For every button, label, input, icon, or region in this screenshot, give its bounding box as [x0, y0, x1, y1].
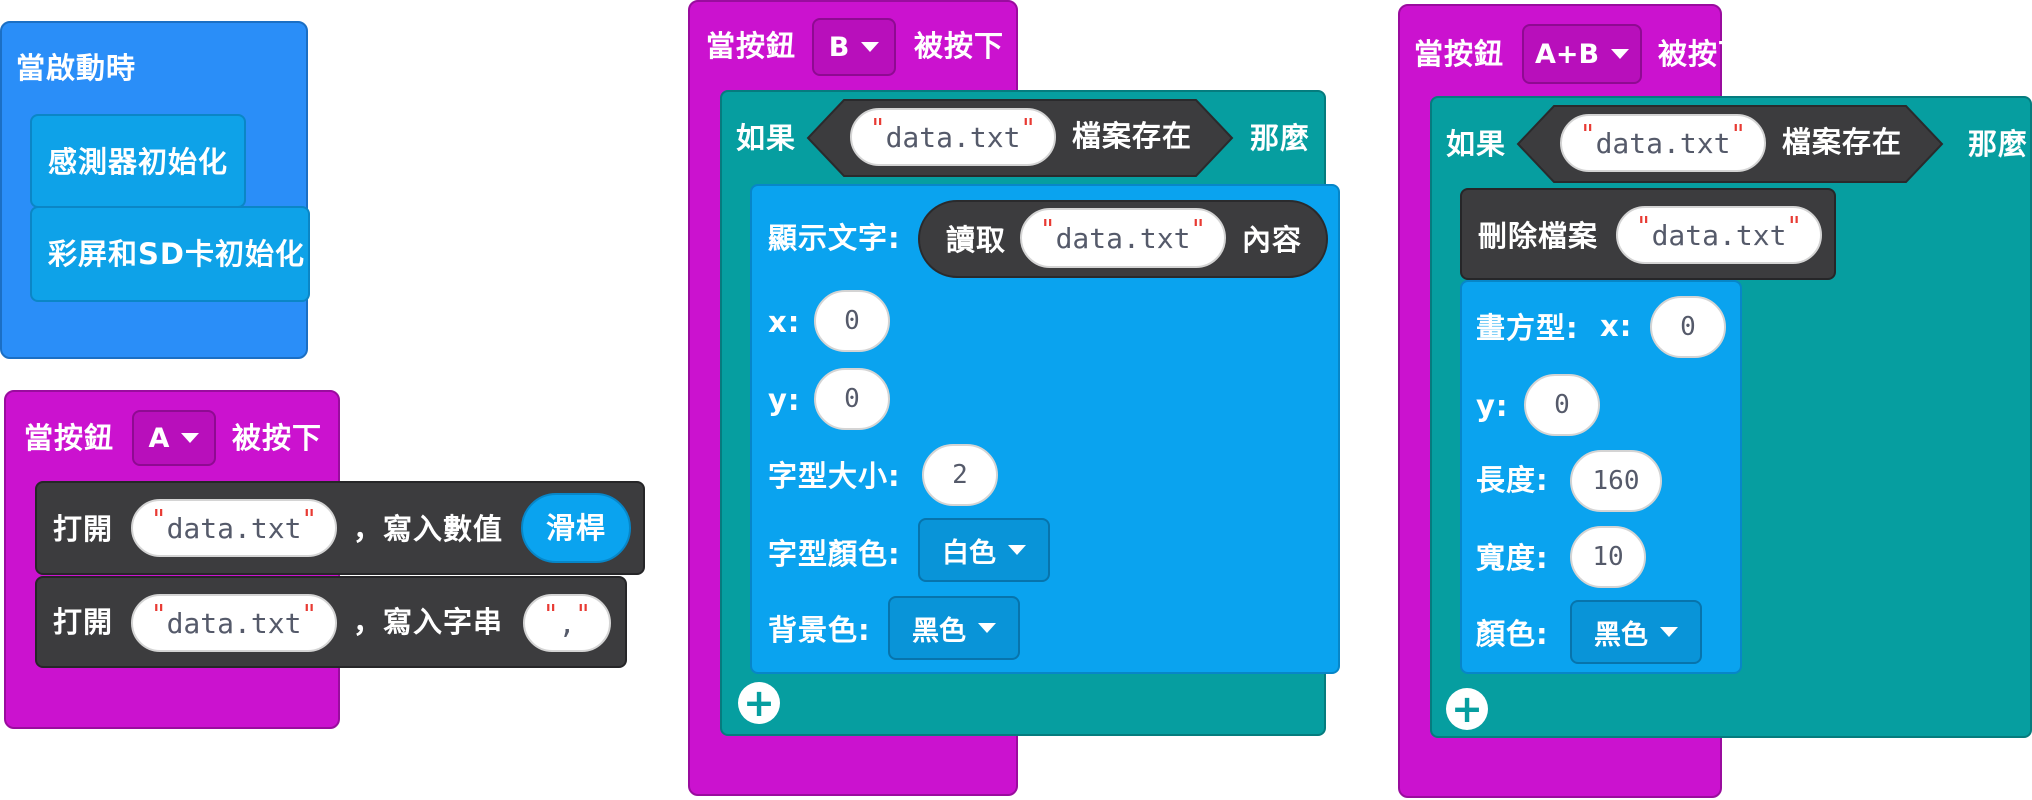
if-label: 如果 [736, 121, 797, 155]
read-file-value: data.txt [1055, 221, 1191, 255]
length-input[interactable]: 160 [1570, 450, 1662, 512]
file-exists-label: 檔案存在 [1782, 125, 1903, 159]
font-color-value: 白色 [942, 537, 996, 569]
chevron-down-icon [861, 42, 880, 52]
button-b-prefix: 當按鈕 [706, 29, 797, 63]
plus-circle-icon[interactable]: + [738, 682, 780, 724]
sensor-init-label: 感測器初始化 [48, 145, 229, 179]
chevron-down-icon [181, 433, 200, 443]
slider-value-block[interactable]: 滑桿 [521, 493, 631, 563]
button-a-suffix: 被按下 [232, 421, 323, 455]
plus-circle-icon[interactable]: + [1446, 688, 1488, 730]
x-label: x: [768, 305, 801, 339]
chevron-down-icon [1660, 627, 1678, 637]
screen-sd-init-block[interactable]: 彩屏和SD卡初始化 [30, 206, 310, 302]
comma-value: , [558, 606, 576, 640]
y-input[interactable]: 0 [814, 368, 890, 430]
y-label: y: [1476, 389, 1509, 423]
button-a-value: A [148, 422, 170, 454]
comma-string[interactable]: "," [523, 594, 611, 652]
show-text-label: 顯示文字: [768, 221, 901, 255]
then-label: 那麼 [1250, 121, 1311, 155]
delete-file-block[interactable]: 刪除檔案 "data.txt" [1460, 188, 1836, 280]
button-ab-value: A+B [1534, 38, 1600, 70]
draw-rect-label: 畫方型: [1476, 311, 1579, 345]
write-string-label: ，寫入字串 [353, 605, 504, 639]
condition-file-value: data.txt [1595, 126, 1731, 160]
font-size-label: 字型大小: [768, 459, 901, 493]
delete-file-label: 刪除檔案 [1478, 219, 1599, 253]
read-label: 讀取 [946, 223, 1007, 257]
chevron-down-icon [1611, 49, 1630, 59]
color-label: 顏色: [1476, 617, 1549, 651]
file-exists-label: 檔案存在 [1072, 119, 1193, 153]
filename-value: data.txt [166, 606, 302, 640]
filename-string[interactable]: "data.txt" [131, 499, 337, 557]
write-number-label: ，寫入數值 [353, 512, 504, 546]
color-dropdown[interactable]: 黑色 [1570, 600, 1702, 664]
condition-file-string[interactable]: "data.txt" [850, 108, 1056, 166]
x-input[interactable]: 0 [814, 290, 890, 352]
slider-value-label: 滑桿 [545, 510, 606, 545]
write-number-block[interactable]: 打開 "data.txt" ，寫入數值 滑桿 [35, 481, 645, 575]
screen-sd-init-label: 彩屏和SD卡初始化 [48, 237, 305, 271]
font-size-input[interactable]: 2 [922, 444, 998, 506]
color-value: 黑色 [1594, 619, 1648, 651]
then-label: 那麼 [1968, 127, 2029, 161]
chevron-down-icon [1008, 545, 1026, 555]
delete-file-value: data.txt [1651, 218, 1787, 252]
filename-value: data.txt [166, 511, 302, 545]
button-a-prefix: 當按鈕 [24, 421, 115, 455]
button-b-value: B [828, 31, 850, 63]
font-color-label: 字型顏色: [768, 537, 901, 571]
button-ab-prefix: 當按鈕 [1414, 37, 1505, 71]
on-start-label: 當啟動時 [16, 51, 137, 85]
delete-file-string[interactable]: "data.txt" [1616, 206, 1822, 264]
y-label: y: [768, 383, 801, 417]
width-input[interactable]: 10 [1570, 526, 1646, 588]
condition-file-value: data.txt [885, 120, 1021, 154]
sensor-init-block[interactable]: 感測器初始化 [30, 114, 246, 208]
button-b-dropdown[interactable]: B [812, 18, 896, 76]
button-b-suffix: 被按下 [914, 29, 1005, 63]
bg-color-dropdown[interactable]: 黑色 [888, 596, 1020, 660]
font-color-dropdown[interactable]: 白色 [918, 518, 1050, 582]
condition-file-string[interactable]: "data.txt" [1560, 114, 1766, 172]
write-string-block[interactable]: 打開 "data.txt" ，寫入字串 "," [35, 576, 627, 668]
length-label: 長度: [1476, 463, 1549, 497]
if-label: 如果 [1446, 127, 1507, 161]
x-input[interactable]: 0 [1650, 296, 1726, 358]
open-label: 打開 [53, 512, 114, 546]
bg-color-value: 黑色 [912, 615, 966, 647]
x-label: x: [1600, 309, 1633, 343]
button-ab-dropdown[interactable]: A+B [1522, 24, 1642, 84]
content-label: 內容 [1242, 223, 1303, 257]
y-input[interactable]: 0 [1524, 374, 1600, 436]
chevron-down-icon [978, 623, 996, 633]
width-label: 寬度: [1476, 541, 1549, 575]
bg-color-label: 背景色: [768, 613, 871, 647]
open-label: 打開 [53, 605, 114, 639]
filename-string[interactable]: "data.txt" [131, 594, 337, 652]
read-file-string[interactable]: "data.txt" [1020, 208, 1226, 268]
button-a-dropdown[interactable]: A [132, 410, 216, 466]
button-ab-suffix: 被按下 [1658, 37, 1749, 71]
